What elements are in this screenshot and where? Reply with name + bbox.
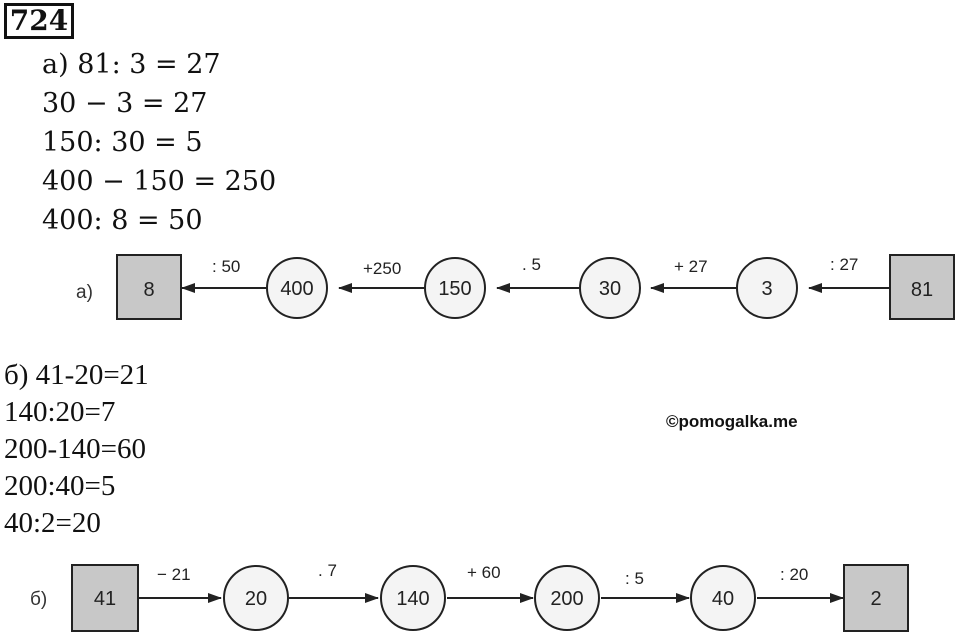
svg-text:41: 41 (94, 588, 116, 610)
svg-text:40: 40 (712, 588, 734, 610)
node-b-140: 140 (380, 565, 446, 631)
svg-text:2: 2 (870, 588, 881, 610)
node-b-40: 40 (690, 565, 756, 631)
node-b-2: 2 (843, 564, 909, 632)
svg-text:400: 400 (280, 278, 313, 300)
node-a-400: 400 (266, 257, 328, 319)
diagram-a: а) : 50 +250 . 5 + 27 : 27 8 400 150 30 (0, 240, 960, 340)
node-b-41: 41 (71, 564, 139, 632)
op-a-4: + 27 (674, 257, 708, 276)
svg-text:8: 8 (143, 279, 154, 301)
op-a-1: : 50 (212, 257, 240, 276)
op-b-4: : 5 (625, 569, 644, 588)
equation-b-2: 140:20=7 (4, 396, 116, 428)
node-a-150: 150 (424, 257, 486, 319)
equation-b-5: 40:2=20 (4, 507, 101, 539)
node-a-8: 8 (116, 254, 182, 320)
op-b-1: − 21 (157, 565, 191, 584)
svg-text:3: 3 (761, 278, 772, 300)
node-a-3: 3 (736, 257, 798, 319)
watermark: ©pomogalka.me (666, 412, 798, 431)
op-a-3: . 5 (522, 255, 541, 274)
op-b-5: : 20 (780, 565, 808, 584)
equation-b-4: 200:40=5 (4, 470, 116, 502)
node-b-20: 20 (223, 565, 289, 631)
node-a-81: 81 (889, 254, 955, 320)
task-number: 724 (4, 3, 74, 39)
op-a-2: +250 (363, 259, 401, 278)
equation-a-4: 400 − 150 = 250 (42, 166, 277, 197)
svg-text:140: 140 (396, 588, 429, 610)
node-a-30: 30 (579, 257, 641, 319)
equation-a-1: а) 81: 3 = 27 (42, 49, 221, 80)
diagram-a-label: а) (76, 282, 93, 303)
op-a-5: : 27 (830, 255, 858, 274)
diagram-b-label: б) (30, 589, 47, 610)
node-b-200: 200 (534, 565, 600, 631)
svg-text:20: 20 (245, 588, 267, 610)
op-b-3: + 60 (467, 563, 501, 582)
diagram-b: б) − 21 . 7 + 60 : 5 : 20 41 20 140 200 (0, 550, 960, 638)
svg-text:30: 30 (599, 278, 621, 300)
svg-text:150: 150 (438, 278, 471, 300)
op-b-2: . 7 (318, 561, 337, 580)
equation-a-5: 400: 8 = 50 (42, 205, 203, 236)
equation-b-3: 200-140=60 (4, 433, 147, 465)
svg-text:200: 200 (550, 588, 583, 610)
svg-text:81: 81 (911, 279, 933, 301)
equation-a-3: 150: 30 = 5 (42, 127, 203, 158)
equation-b-1: б) 41-20=21 (4, 359, 149, 391)
equation-a-2: 30 − 3 = 27 (42, 88, 208, 119)
